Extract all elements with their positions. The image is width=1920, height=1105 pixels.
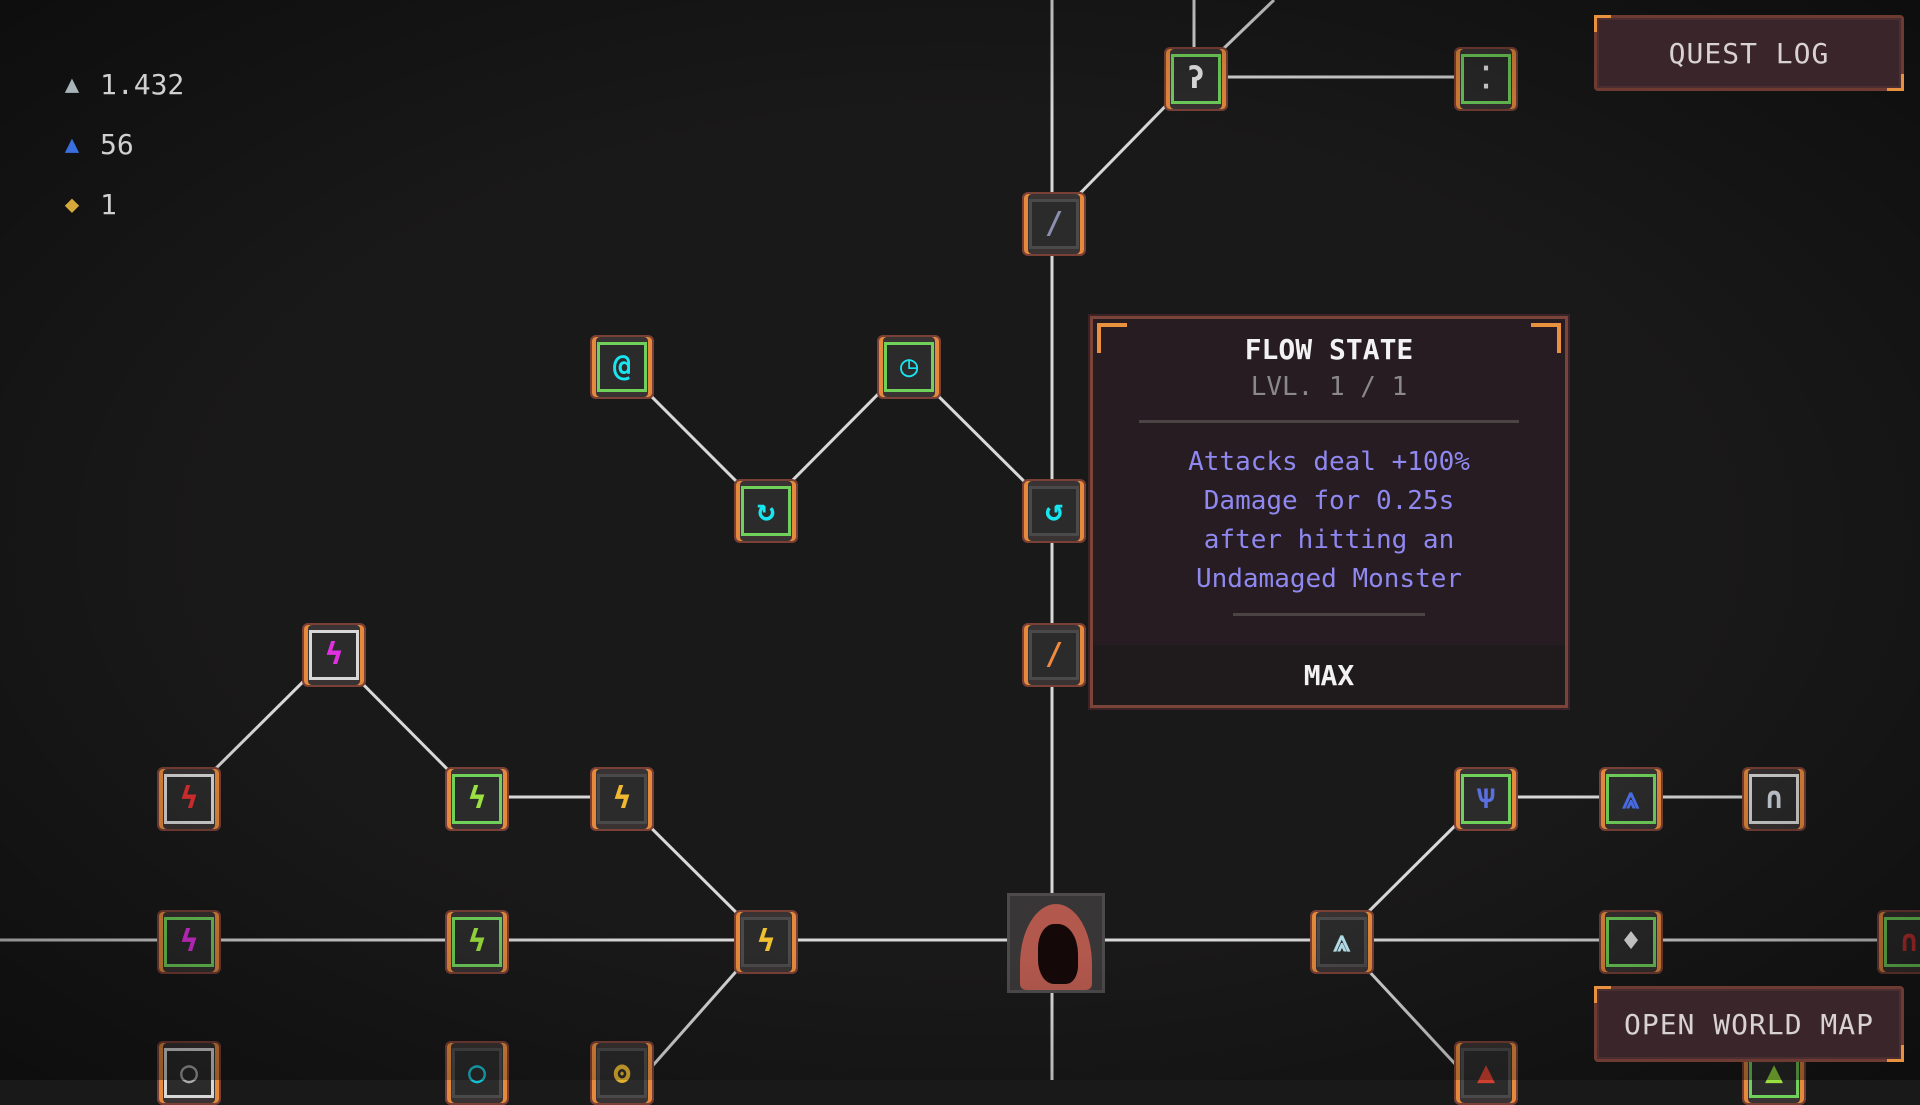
skill-level: LVL. 1 / 1	[1250, 372, 1408, 402]
skill-node-flow-state-skill[interactable]: ↺	[1022, 479, 1086, 543]
yellow-bolt-skill-icon: ϟ	[741, 917, 791, 967]
skill-max-label: MAX	[1093, 645, 1565, 705]
skill-node-green-bolt-skill[interactable]: ϟ	[445, 910, 509, 974]
bottom-yellow-skill-icon: ʘ	[597, 1048, 647, 1098]
arch-skill-icon: ∩	[1749, 774, 1799, 824]
flow-state-skill-icon: ↺	[1029, 486, 1079, 536]
silver-count: 1.432	[100, 67, 185, 101]
dagger-skill-icon: /	[1029, 199, 1079, 249]
bottom-gray-skill-icon: ○	[164, 1048, 214, 1098]
player-character-node[interactable]	[1007, 893, 1105, 993]
skill-title: FLOW STATE	[1244, 333, 1414, 366]
description-line: Undamaged Monster	[1195, 564, 1463, 594]
blue-count: 56	[100, 127, 134, 161]
winged-skill-icon: Ѱ	[1461, 774, 1511, 824]
skill-description: Attacks deal +100% Damage for 0.25s afte…	[1093, 443, 1565, 599]
resource-counters: ▲ 1.432 ▲ 56 ◆ 1	[58, 54, 185, 234]
bottom-cyan-skill-icon: ○	[452, 1048, 502, 1098]
skill-node-flame-sword-skill[interactable]: /	[1022, 623, 1086, 687]
skill-node-bottom-red-skill[interactable]: ▲	[1454, 1041, 1518, 1105]
open-world-map-button[interactable]: OPEN WORLD MAP	[1594, 986, 1904, 1062]
clock-skill-icon: ◷	[884, 342, 934, 392]
skill-node-magenta-charge-skill[interactable]: ϟ	[302, 623, 366, 687]
red-charge-skill-icon: ϟ	[164, 774, 214, 824]
skill-node-clock-skill[interactable]: ◷	[877, 335, 941, 399]
silver-arrow-icon: ▲	[64, 70, 80, 98]
skill-node-swirl-skill[interactable]: @	[590, 335, 654, 399]
blue-twin-arrow-skill-icon: ⩓	[1606, 774, 1656, 824]
skill-node-bottom-yellow-skill[interactable]: ʘ	[590, 1041, 654, 1105]
spiral-skill-icon: ↻	[741, 486, 791, 536]
quest-log-button[interactable]: QUEST LOG	[1594, 15, 1904, 91]
gold-count: 1	[100, 187, 117, 221]
skill-node-yellow-bolt-skill[interactable]: ϟ	[734, 910, 798, 974]
skill-node-dagger-skill[interactable]: /	[1022, 192, 1086, 256]
description-line: Attacks deal +100%	[1188, 447, 1470, 477]
magnet-skill-icon: ∩	[1884, 917, 1920, 967]
skill-node-magnet-skill[interactable]: ∩	[1877, 910, 1920, 974]
magenta-charge-skill-icon: ϟ	[309, 630, 359, 680]
blue-arrow-icon: ▲	[64, 130, 80, 158]
hook-skill-icon: ʔ	[1171, 54, 1221, 104]
description-line: after hitting an	[1203, 525, 1455, 555]
skill-node-spiral-skill[interactable]: ↻	[734, 479, 798, 543]
skill-node-twin-arrow-skill[interactable]: ⩓	[1310, 910, 1374, 974]
description-line: Damage for 0.25s	[1203, 486, 1455, 516]
resource-gold: ◆ 1	[58, 174, 184, 234]
skill-node-drop-skill[interactable]: ♦	[1599, 910, 1663, 974]
drop-skill-icon: ♦	[1606, 917, 1656, 967]
tooltip-corner	[1531, 323, 1561, 353]
skill-node-red-charge-skill[interactable]: ϟ	[157, 767, 221, 831]
skill-node-bottom-cyan-skill[interactable]: ○	[445, 1041, 509, 1105]
green-charge-skill-icon: ϟ	[452, 774, 502, 824]
bottom-red-skill-icon: ▲	[1461, 1048, 1511, 1098]
swirl-skill-icon: @	[597, 342, 647, 392]
skill-node-blue-twin-arrow-skill[interactable]: ⩓	[1599, 767, 1663, 831]
skill-node-green-charge-skill[interactable]: ϟ	[445, 767, 509, 831]
resource-silver: ▲ 1.432	[58, 54, 185, 114]
skill-node-arch-skill[interactable]: ∩	[1742, 767, 1806, 831]
yellow-charge-skill-icon: ϟ	[597, 774, 647, 824]
skill-node-hook-skill[interactable]: ʔ	[1164, 47, 1228, 111]
flame-sword-skill-icon: /	[1029, 630, 1079, 680]
gold-gem-icon: ◆	[64, 190, 80, 218]
green-bolt-skill-icon: ϟ	[452, 917, 502, 967]
hooded-character-icon	[1020, 904, 1092, 990]
skill-node-yellow-charge-skill[interactable]: ϟ	[590, 767, 654, 831]
skill-node-bottom-gray-skill[interactable]: ○	[157, 1041, 221, 1105]
magenta-bolt-skill-icon: ϟ	[164, 917, 214, 967]
sparkle-skill-icon: ⁚	[1461, 54, 1511, 104]
skill-node-sparkle-skill[interactable]: ⁚	[1454, 47, 1518, 111]
divider	[1139, 420, 1519, 423]
twin-arrow-skill-icon: ⩓	[1317, 917, 1367, 967]
skill-node-magenta-bolt-skill[interactable]: ϟ	[157, 910, 221, 974]
skill-node-winged-skill[interactable]: Ѱ	[1454, 767, 1518, 831]
divider	[1233, 613, 1425, 616]
resource-blue: ▲ 56	[58, 114, 184, 174]
skill-tooltip: FLOW STATE LVL. 1 / 1 Attacks deal +100%…	[1090, 316, 1568, 708]
tooltip-corner	[1097, 323, 1127, 353]
